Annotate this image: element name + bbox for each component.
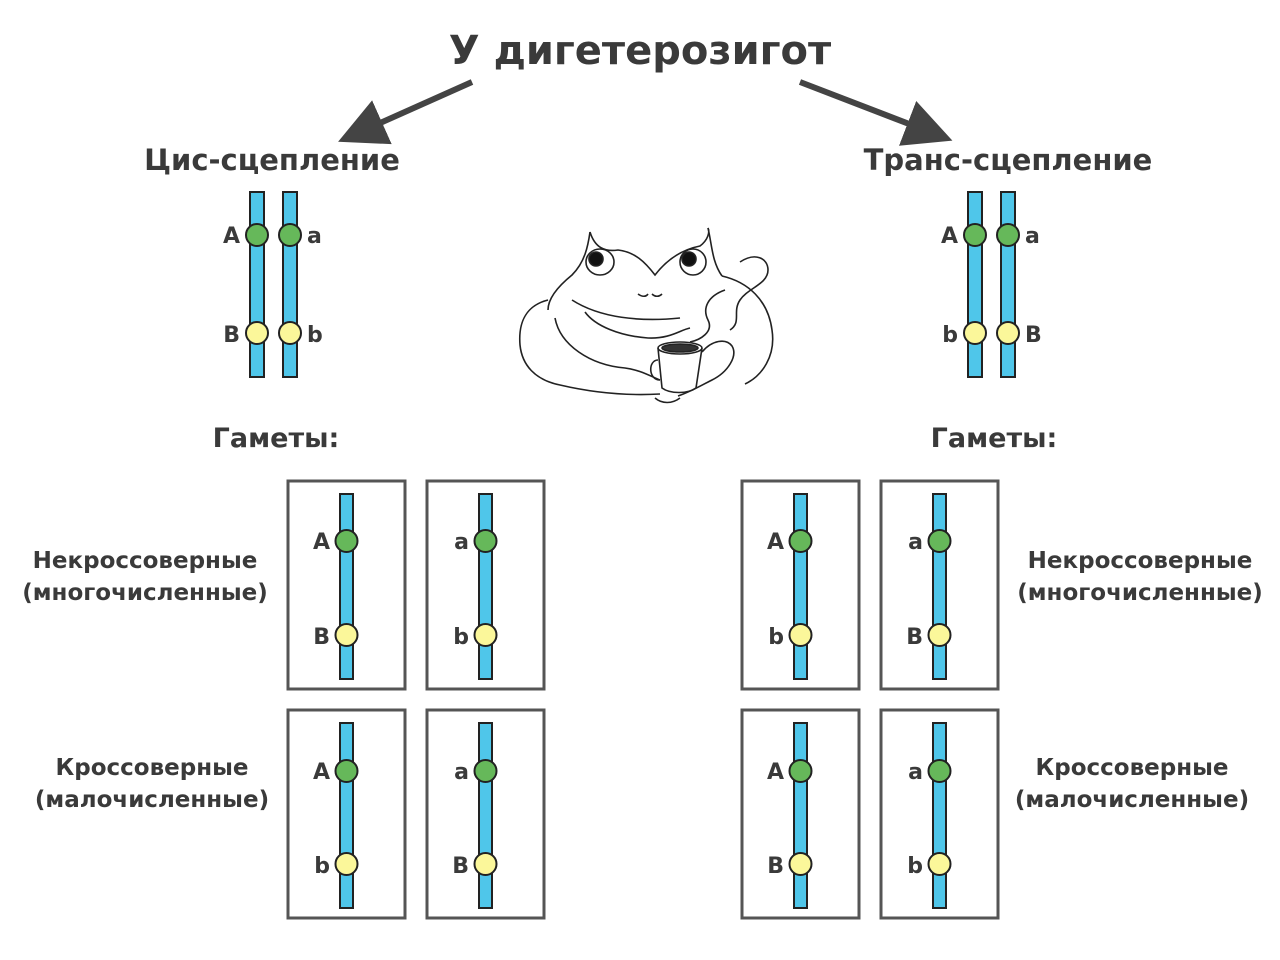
allele-dominant: [927, 529, 952, 553]
trans-noncrossover-label: Некроссоверные: [1028, 548, 1253, 574]
allele-recessive: [927, 623, 952, 647]
frog-with-cup-illustration: [519, 227, 774, 404]
main-title: У дигетерозигот: [449, 28, 832, 74]
trans-gamete-1: A b: [740, 479, 861, 691]
allele-recessive: [996, 321, 1020, 345]
allele-dominant: [334, 759, 359, 783]
trans-gamete-4: a b: [879, 708, 1000, 920]
gene-label: B: [313, 625, 330, 650]
allele-recessive: [473, 623, 498, 647]
trans-gametes-title: Гаметы:: [931, 423, 1058, 454]
chromosome: [967, 191, 983, 378]
allele-recessive: [473, 852, 498, 876]
chromosome: [793, 493, 808, 680]
cis-gametes-title: Гаметы:: [213, 423, 340, 454]
chromosome: [282, 191, 298, 378]
arrow-to-cis: [338, 79, 474, 145]
allele-recessive: [788, 623, 813, 647]
gene-label: A: [767, 530, 784, 555]
chromosome: [932, 722, 947, 909]
gene-label: B: [452, 854, 469, 879]
gene-label: a: [908, 530, 923, 555]
allele-recessive: [963, 321, 987, 345]
chromosome: [1000, 191, 1016, 378]
gene-label: a: [454, 760, 469, 785]
gene-label: b: [942, 323, 958, 348]
gene-label: b: [453, 625, 469, 650]
gene-label: B: [906, 625, 923, 650]
arrow-to-trans: [798, 79, 953, 146]
chromosome: [793, 722, 808, 909]
allele-dominant: [473, 759, 498, 783]
trans-parent-chromosomes: A b a B: [941, 191, 1042, 378]
cis-parent-chromosomes: A B a b: [223, 191, 323, 378]
cis-gamete-3: A b: [286, 708, 407, 920]
allele-recessive: [927, 852, 952, 876]
allele-recessive: [334, 852, 359, 876]
gene-label: B: [1025, 323, 1042, 348]
trans-crossover-sublabel: (малочисленные): [1015, 787, 1249, 813]
allele-dominant: [245, 223, 269, 247]
cis-gamete-4: a B: [425, 708, 546, 920]
cis-noncrossover-sublabel: (многочисленные): [22, 580, 268, 606]
allele-dominant: [996, 223, 1020, 247]
chromosome: [249, 191, 265, 378]
gene-label: a: [1025, 224, 1040, 249]
cis-title: Цис-сцепление: [144, 143, 400, 177]
allele-dominant: [927, 759, 952, 783]
chromosome: [478, 722, 493, 909]
trans-crossover-label: Кроссоверные: [1035, 755, 1228, 781]
cis-gamete-2: a b: [425, 479, 546, 691]
chromosome: [932, 493, 947, 680]
allele-dominant: [278, 223, 302, 247]
allele-dominant: [788, 759, 813, 783]
gene-label: A: [223, 224, 240, 249]
allele-dominant: [334, 529, 359, 553]
gene-label: b: [307, 323, 323, 348]
cis-crossover-label: Кроссоверные: [55, 755, 248, 781]
allele-dominant: [788, 529, 813, 553]
chromosome: [339, 722, 354, 909]
gene-label: b: [907, 854, 923, 879]
gene-label: a: [454, 530, 469, 555]
trans-title: Транс-сцепление: [864, 143, 1153, 177]
allele-recessive: [278, 321, 302, 345]
gene-label: b: [314, 854, 330, 879]
cis-gamete-1: A B: [286, 479, 407, 691]
gene-label: A: [313, 530, 330, 555]
cis-crossover-sublabel: (малочисленные): [35, 787, 269, 813]
allele-dominant: [963, 223, 987, 247]
allele-recessive: [245, 321, 269, 345]
allele-recessive: [334, 623, 359, 647]
gene-label: a: [908, 760, 923, 785]
chromosome: [478, 493, 493, 680]
gene-label: a: [307, 224, 322, 249]
trans-noncrossover-sublabel: (многочисленные): [1017, 580, 1263, 606]
gene-label: A: [767, 760, 784, 785]
gene-label: b: [768, 625, 784, 650]
cis-noncrossover-label: Некроссоверные: [33, 548, 258, 574]
trans-gamete-3: A B: [740, 708, 861, 920]
allele-dominant: [473, 529, 498, 553]
gene-label: B: [223, 323, 240, 348]
chromosome: [339, 493, 354, 680]
allele-recessive: [788, 852, 813, 876]
gene-label: B: [767, 854, 784, 879]
gene-label: A: [313, 760, 330, 785]
trans-gamete-2: a B: [879, 479, 1000, 691]
gene-label: A: [941, 224, 958, 249]
